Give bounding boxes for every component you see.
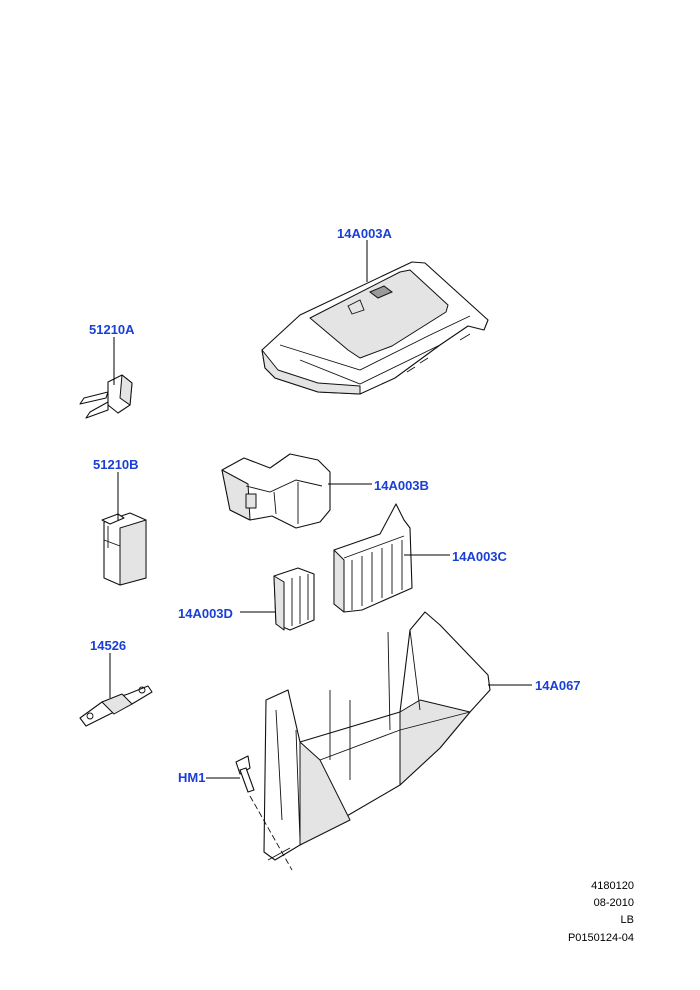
callout-51210A[interactable]: 51210A <box>89 322 135 337</box>
relay-block-c-part[interactable] <box>333 503 413 613</box>
footer-code: 4180120 <box>591 880 634 892</box>
mini-fuse-part[interactable] <box>79 374 133 419</box>
fuse-box-base-part[interactable] <box>263 611 491 861</box>
callout-14A003C[interactable]: 14A003C <box>452 549 507 564</box>
callout-51210B[interactable]: 51210B <box>93 457 139 472</box>
top-cover-part[interactable] <box>261 261 489 395</box>
callout-14A003A[interactable]: 14A003A <box>337 226 392 241</box>
bolt-part[interactable] <box>235 755 293 871</box>
bracket-b-part[interactable] <box>221 453 331 529</box>
footer-date: 08-2010 <box>593 897 634 909</box>
cartridge-fuse-part[interactable] <box>101 512 147 586</box>
callout-14A067[interactable]: 14A067 <box>535 678 581 693</box>
holder-d-part[interactable] <box>273 567 315 631</box>
mega-fuse-part[interactable] <box>79 685 153 727</box>
footer-region: LB <box>620 914 634 926</box>
footer-ref: P0150124-04 <box>567 932 634 944</box>
callout-14526[interactable]: 14526 <box>90 638 127 653</box>
leader-lines <box>109 240 532 779</box>
callout-14A003B[interactable]: 14A003B <box>374 478 429 493</box>
callout-HM1[interactable]: HM1 <box>178 770 206 785</box>
callout-14A003D[interactable]: 14A003D <box>178 606 233 621</box>
